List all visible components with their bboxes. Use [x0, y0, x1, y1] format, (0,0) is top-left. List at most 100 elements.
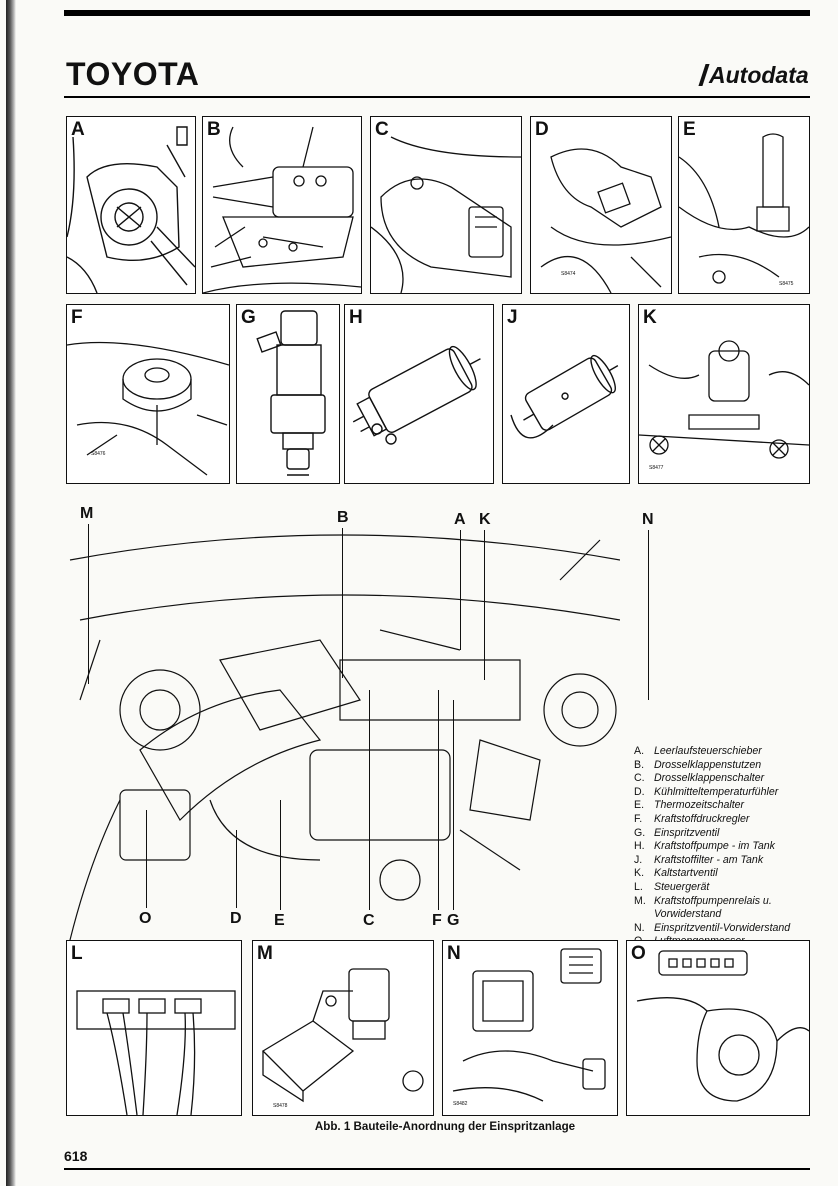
panel-label: E — [683, 119, 696, 140]
panel-c: C — [370, 116, 522, 294]
panel-label: B — [207, 119, 221, 140]
legend-row: N. Einspritzventil-Vorwiderstand — [634, 922, 834, 936]
overview-label-o: O — [139, 910, 152, 927]
leader-line-f — [438, 690, 440, 910]
legend-key: N. — [634, 921, 645, 934]
overview-label-c: C — [363, 912, 375, 929]
panel-g: G — [236, 304, 340, 484]
legend-key: B. — [634, 758, 645, 771]
coolant-sensor-drawing — [540, 148, 671, 293]
legend-key: F. — [634, 812, 643, 825]
panel-n: N S8482 — [442, 940, 618, 1116]
legend-key: L. — [634, 880, 643, 893]
legend-text: Steuergerät — [654, 880, 710, 893]
legend-row: D. Kühlmitteltemperaturfühler — [634, 786, 834, 800]
panel-l: L — [66, 940, 242, 1116]
leader-line-g — [453, 700, 455, 910]
legend-row: L. Steuergerät — [634, 881, 834, 895]
overview-label-n: N — [642, 511, 654, 528]
throttle-switch-drawing — [371, 136, 521, 293]
legend-text: Thermozeitschalter — [654, 799, 745, 812]
panel-f: F S8476 — [66, 304, 230, 484]
legend-text: Kühlmitteltemperaturfühler — [654, 785, 779, 798]
legend-row: H.Kraftstoffpumpe - im Tank — [634, 840, 834, 854]
legend-text: Kaltstartventil — [654, 867, 718, 880]
page-number: 618 — [64, 1148, 88, 1164]
leader-line-k — [484, 530, 486, 680]
legend-text: Einspritzventil — [654, 826, 720, 839]
panel-o: O — [626, 940, 810, 1116]
leader-line-a — [460, 530, 462, 650]
legend-key: D. — [634, 785, 645, 798]
panel-h: H — [344, 304, 494, 484]
header-rule — [64, 96, 810, 98]
leader-line-b — [342, 528, 344, 678]
panel-label: H — [349, 307, 363, 328]
cold-start-valve-drawing — [639, 340, 809, 459]
legend-text: Kraftstoffpumpenrelais u. — [654, 894, 772, 907]
legend-row: K. Kaltstartventil — [634, 867, 834, 881]
panel-j: J — [502, 304, 630, 484]
overview-label-b: B — [337, 509, 349, 526]
panel-a: A — [66, 116, 196, 294]
legend-row: J.Kraftstoffilter - am Tank — [634, 854, 834, 868]
legend-key: C. — [634, 772, 645, 785]
engine-bay-drawing — [69, 534, 621, 941]
panel-label: O — [631, 943, 646, 964]
ref-code: S8482 — [453, 1101, 468, 1107]
legend-key — [634, 908, 654, 922]
ref-code: S8474 — [561, 271, 576, 277]
panel-e: E S8475 — [678, 116, 810, 294]
ref-code: S8475 — [779, 281, 794, 287]
leader-line-d — [236, 830, 238, 908]
legend-row: E. Thermozeitschalter — [634, 799, 834, 813]
leader-line-o — [146, 810, 148, 908]
publisher-name: Autodata — [709, 62, 809, 88]
ecu-connector-drawing — [76, 990, 236, 1115]
panel-label: N — [447, 943, 461, 964]
ref-code: S8477 — [649, 465, 664, 471]
leader-line-m — [88, 524, 90, 684]
legend-row: Vorwiderstand — [634, 908, 834, 922]
panel-label: A — [71, 119, 85, 140]
legend-row: M.Kraftstoffpumpenrelais u. — [634, 895, 834, 909]
page-binding-shadow — [6, 0, 16, 1186]
component-legend: A.Leerlaufsteuerschieber B.Drosselklappe… — [634, 745, 834, 949]
overview-label-m: M — [80, 505, 94, 522]
figure-caption: Abb. 1 Bauteile-Anordnung der Einspritza… — [314, 1120, 576, 1133]
legend-text: Drosselklappenstutzen — [654, 758, 762, 771]
pump-relay-drawing — [261, 968, 424, 1103]
footer-rule — [64, 1168, 810, 1170]
injector-resistor-drawing — [452, 948, 606, 1102]
top-rule — [64, 10, 810, 16]
fuel-pump-drawing — [352, 345, 481, 445]
legend-key: K. — [634, 867, 645, 880]
legend-key: E. — [634, 799, 645, 812]
overview-label-e: E — [274, 912, 285, 929]
throttle-body-drawing — [203, 126, 361, 293]
leader-line-e — [280, 800, 282, 910]
pressure-regulator-drawing — [67, 341, 229, 476]
panel-k: K S8477 — [638, 304, 810, 484]
legend-row: F.Kraftstoffdruckregler — [634, 813, 834, 827]
legend-text: Drosselklappenschalter — [654, 772, 765, 785]
leader-line-c — [369, 690, 371, 910]
overview-label-k: K — [479, 511, 491, 528]
engine-bay-overview — [60, 500, 621, 941]
ref-code: S8476 — [91, 451, 106, 457]
brand-title: TOYOTA — [66, 56, 200, 92]
panel-label: K — [643, 307, 657, 328]
leader-line-n — [648, 530, 650, 700]
overview-label-a: A — [454, 511, 466, 528]
legend-text: Kraftstoffpumpe - im Tank — [654, 840, 775, 853]
thermo-time-switch-drawing — [679, 133, 809, 284]
legend-text: Vorwiderstand — [654, 908, 722, 921]
panel-b: B — [202, 116, 362, 294]
legend-text: Einspritzventil-Vorwiderstand — [654, 921, 791, 934]
panel-label: C — [375, 119, 389, 140]
air-flow-meter-drawing — [636, 950, 809, 1102]
panel-label: L — [71, 943, 83, 964]
idle-valve-drawing — [67, 126, 195, 293]
panel-m: M S8478 — [252, 940, 434, 1116]
legend-text: Kraftstoffilter - am Tank — [654, 853, 764, 866]
